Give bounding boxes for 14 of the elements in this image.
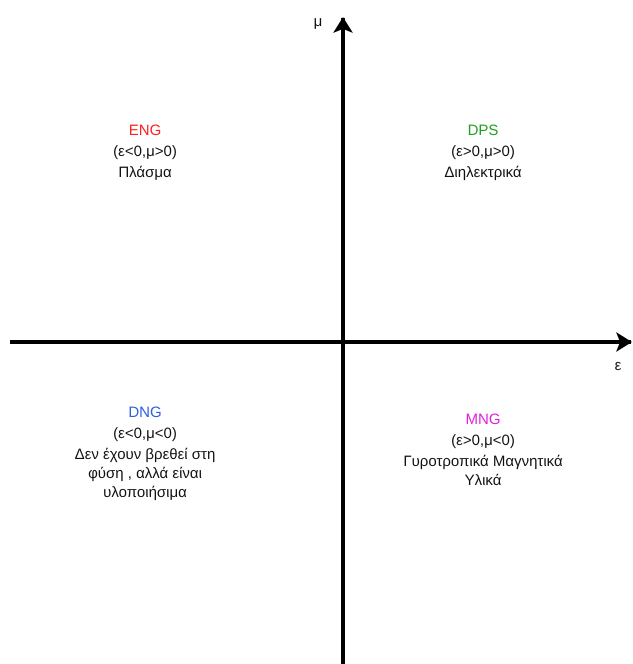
quadrant-heading: DNG: [128, 403, 162, 422]
axis-label: μ: [314, 12, 322, 31]
condition-text: (ε<0,μ>0): [113, 142, 177, 161]
material-text: Διηλεκτρικά: [444, 163, 522, 182]
condition-text: (ε>0,μ>0): [451, 142, 515, 161]
axis-label: ε: [614, 356, 622, 375]
material-text: Δεν έχουν βρεθεί στη φύση , αλλά είναι υλοποιήσιμα: [74, 445, 216, 502]
condition-text: (ε>0,μ<0): [451, 431, 515, 450]
quadrant-heading: DPS: [468, 121, 498, 140]
quadrant-heading: ENG: [128, 121, 162, 140]
material-text: Γυροτροπικά Μαγνητικά Υλικά: [402, 452, 564, 490]
condition-text: (ε<0,μ<0): [113, 424, 177, 443]
quadrant-heading: MNG: [466, 410, 500, 429]
material-text: Πλάσμα: [118, 163, 172, 182]
